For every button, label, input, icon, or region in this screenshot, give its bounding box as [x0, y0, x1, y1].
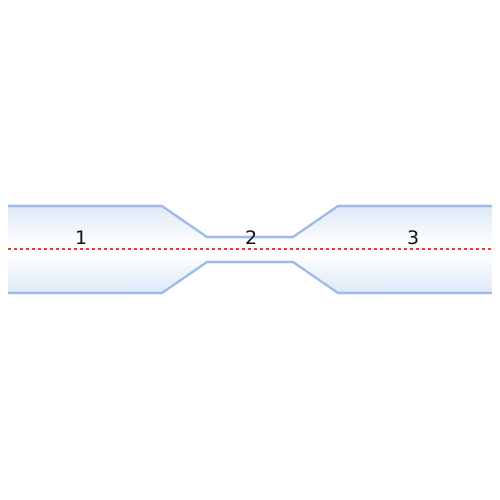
section-1-label: 1: [75, 227, 87, 249]
section-2-label: 2: [245, 227, 257, 249]
section-3-label: 3: [407, 227, 419, 249]
pipe-bottom-wall: [8, 260, 492, 295]
pipe-top-wall: [8, 204, 492, 239]
